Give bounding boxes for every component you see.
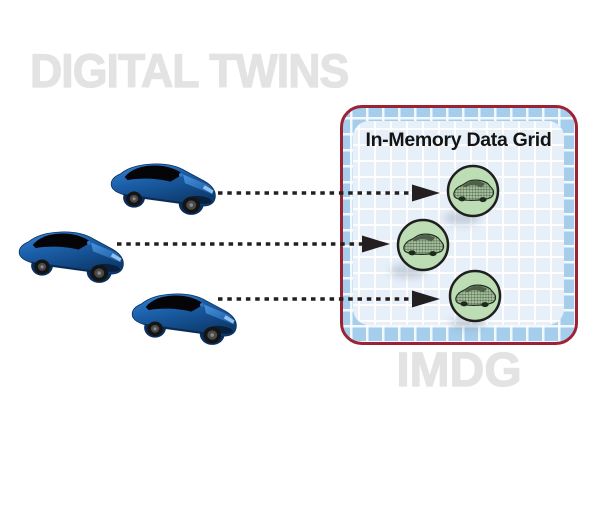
imdg-box: In-Memory Data Grid: [340, 105, 578, 345]
imdg-caption: IMDG: [396, 344, 523, 397]
blue-car-icon: [131, 293, 237, 346]
imdg-panel-title: In-Memory Data Grid: [365, 129, 552, 151]
imdg-inner-panel: In-Memory Data Grid: [353, 121, 564, 325]
diagram-title: DIGITAL TWINS: [29, 44, 349, 97]
blue-car-icon: [18, 231, 124, 284]
blue-car-icon: [110, 163, 216, 216]
